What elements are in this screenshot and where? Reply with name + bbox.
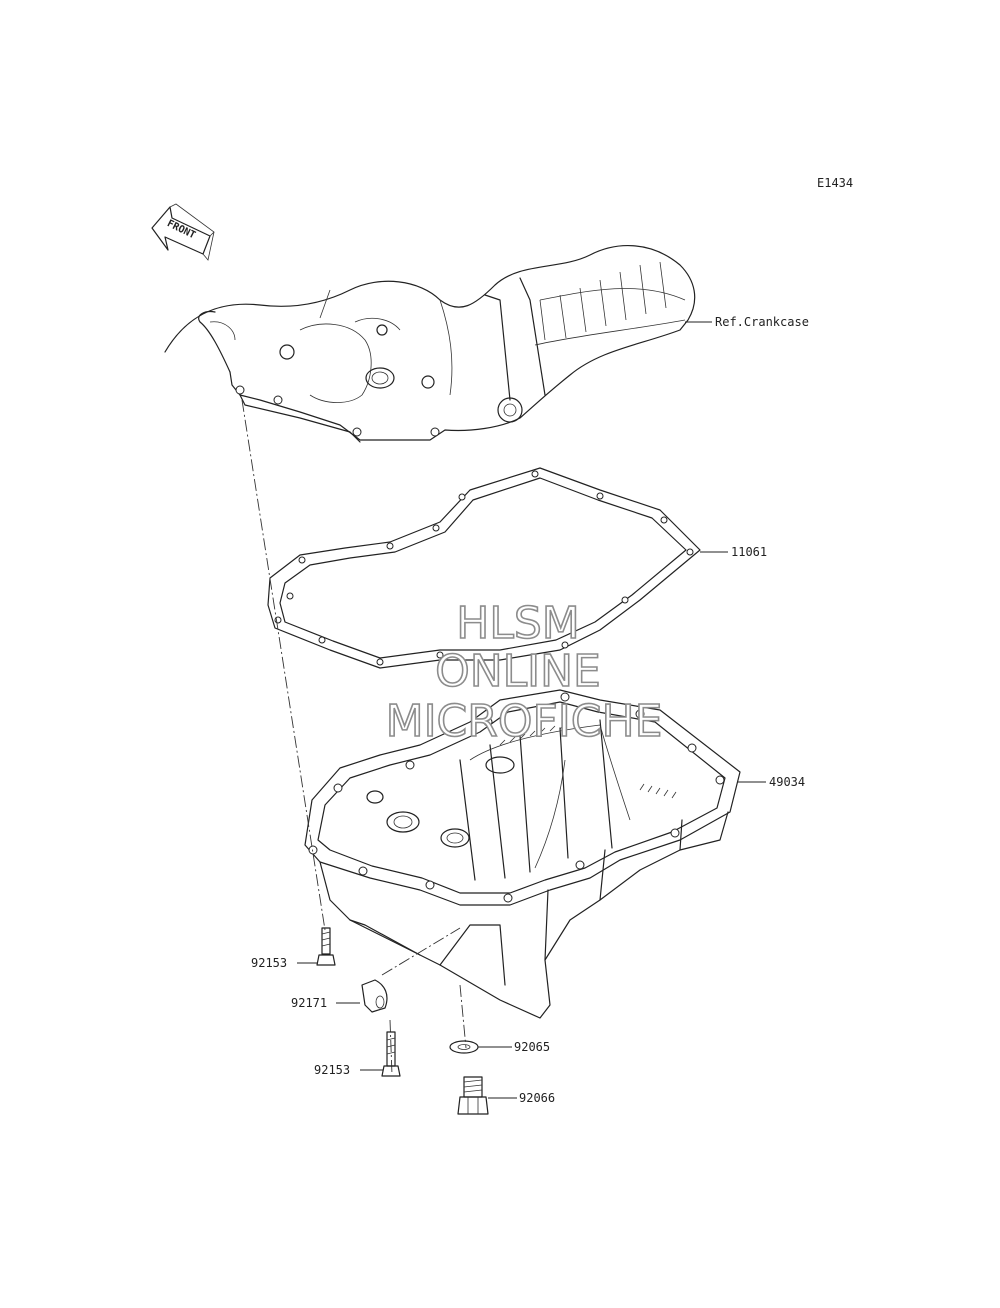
label-washer: 92065: [514, 1040, 550, 1054]
crankcase-drawing: [164, 244, 696, 443]
bolt-upper-drawing: [316, 927, 336, 966]
assembly-line-left: [241, 399, 326, 931]
label-clamp: 92171: [291, 996, 327, 1010]
assembly-line-clamp: [381, 927, 461, 976]
washer-drawing: [449, 1040, 479, 1054]
gasket-drawing: [267, 467, 701, 669]
bolt-lower-drawing: [381, 1031, 401, 1077]
assembly-line-lower-bolt: [389, 1019, 393, 1076]
label-gasket: 11061: [731, 545, 767, 559]
diagram-code: E1434: [817, 176, 853, 190]
drain-plug-drawing: [457, 1076, 489, 1115]
label-bolt-upper: 92153: [251, 956, 287, 970]
label-oil-pan: 49034: [769, 775, 805, 789]
label-drain-plug: 92066: [519, 1091, 555, 1105]
assembly-line-drain: [459, 984, 467, 1049]
oil-pan-drawing: [304, 689, 741, 1019]
clamp-drawing: [361, 979, 388, 1013]
watermark: HLSM ONLINE MICROFICHE: [385, 597, 663, 748]
label-bolt-lower: 92153: [314, 1063, 350, 1077]
label-crankcase: Ref.Crankcase: [715, 315, 809, 329]
watermark-line3: MICROFICHE: [386, 696, 663, 747]
front-arrow-icon: FRONT: [151, 203, 215, 261]
watermark-line2: ONLINE: [435, 646, 601, 697]
watermark-line1: HLSM: [456, 598, 580, 649]
